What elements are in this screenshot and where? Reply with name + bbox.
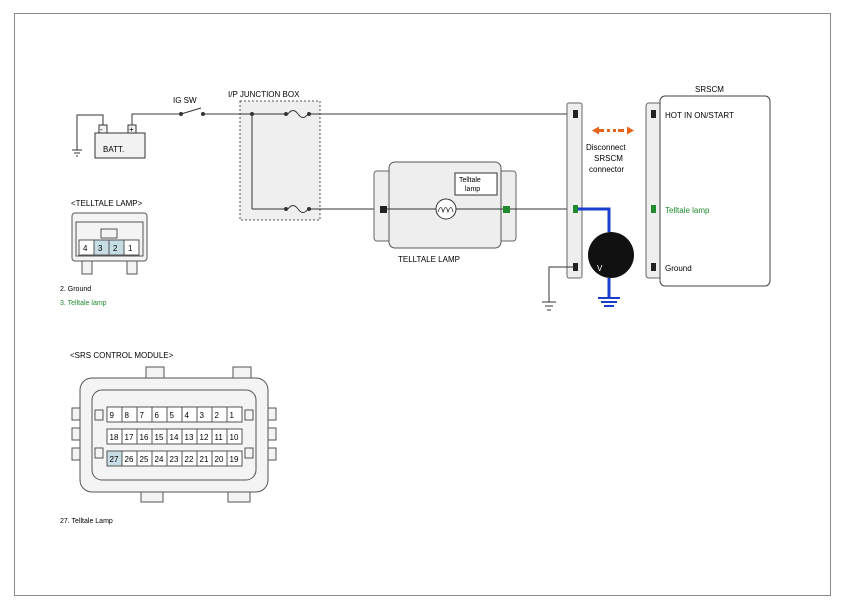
- supply-wire: [131, 113, 573, 125]
- srs-pin-11: 11: [215, 433, 224, 442]
- srs-module-header: <SRS CONTROL MODULE>: [70, 351, 174, 360]
- srs-pin-1: 1: [230, 411, 235, 420]
- battery-label: BATT.: [103, 145, 124, 154]
- lamp-pin-3: 3: [98, 244, 103, 253]
- telltale-lamp-assembly: Telltale lamp TELLTALE LAMP: [373, 161, 517, 264]
- telltale-lamp-connector: 4 3 2 1: [71, 212, 148, 275]
- battery-minus-label: -: [100, 125, 103, 134]
- ground-wire: [542, 266, 573, 311]
- lamp-bulb-icon: [435, 198, 457, 220]
- diagram-border: [14, 13, 831, 596]
- battery-ground-symbol: [72, 114, 104, 157]
- srs-pin-16: 16: [140, 433, 149, 442]
- disconnect-label-3: connector: [589, 165, 624, 174]
- srs-pin-15: 15: [155, 433, 164, 442]
- srscm-module: SRSCM HOT IN ON/START Telltale lamp Grou…: [645, 85, 771, 287]
- srs-pin-note: 27. Telltale Lamp: [60, 518, 113, 525]
- srs-pin-21: 21: [200, 455, 209, 464]
- srs-pin-27: 27: [110, 455, 119, 464]
- srs-pin-14: 14: [170, 433, 179, 442]
- srs-pin-cell: [226, 428, 243, 445]
- disconnect-label-2: SRSCM: [594, 154, 623, 163]
- srs-pin-10: 10: [230, 433, 239, 442]
- srs-pin-cell: [226, 450, 243, 467]
- srs-pin-24: 24: [155, 455, 164, 464]
- voltmeter-label: V: [597, 264, 603, 273]
- telltale-lamp-header: <TELLTALE LAMP>: [71, 199, 143, 208]
- srs-pin-6: 6: [155, 411, 160, 420]
- battery: - + BATT.: [94, 124, 146, 159]
- lamp-pin-2: 2: [113, 244, 118, 253]
- srs-pin-17: 17: [125, 433, 134, 442]
- junction-box: I/P JUNCTION BOX: [228, 90, 385, 221]
- srs-pin-13: 13: [185, 433, 194, 442]
- lamp-pin-1: 1: [128, 244, 133, 253]
- lamp-pin-note-ground: 2. Ground: [60, 286, 91, 293]
- srs-pin-18: 18: [110, 433, 119, 442]
- srs-pin-3: 3: [200, 411, 205, 420]
- srs-pin-cell: [226, 406, 243, 423]
- junction-box-label: I/P JUNCTION BOX: [228, 90, 300, 99]
- srscm-pin-ground: Ground: [665, 264, 692, 273]
- disconnect-label-1: Disconnect: [586, 143, 626, 152]
- voltmeter-probe: V: [578, 207, 634, 307]
- srs-pin-7: 7: [140, 411, 145, 420]
- ig-switch-label: IG SW: [173, 96, 197, 105]
- telltale-lamp-caption: TELLTALE LAMP: [398, 255, 460, 264]
- battery-plus-label: +: [129, 125, 134, 134]
- srs-pin-4: 4: [185, 411, 190, 420]
- srs-pin-26: 26: [125, 455, 134, 464]
- srscm-harness-connector: [566, 102, 583, 279]
- lamp-inner-label-1: Telltale: [459, 177, 481, 184]
- srs-pin-23: 23: [170, 455, 179, 464]
- srs-pin-19: 19: [230, 455, 239, 464]
- srs-pin-22: 22: [185, 455, 194, 464]
- srs-pin-5: 5: [170, 411, 175, 420]
- lamp-pin-4: 4: [83, 244, 88, 253]
- srscm-pin-hot: HOT IN ON/START: [665, 111, 734, 120]
- srscm-pin-telltale: Telltale lamp: [665, 206, 710, 215]
- lamp-pin-note-telltale: 3. Telltale lamp: [60, 300, 107, 307]
- srs-pin-8: 8: [125, 411, 130, 420]
- srs-pin-20: 20: [215, 455, 224, 464]
- lamp-inner-label-2: lamp: [465, 186, 480, 193]
- ig-switch: IG SW: [173, 96, 205, 116]
- voltmeter-icon: [588, 232, 634, 278]
- srs-pin-9: 9: [110, 411, 115, 420]
- srs-pin-12: 12: [200, 433, 209, 442]
- srs-pin-2: 2: [215, 411, 220, 420]
- srscm-label: SRSCM: [695, 85, 724, 94]
- disconnect-arrows: [592, 126, 634, 135]
- srs-pin-25: 25: [140, 455, 149, 464]
